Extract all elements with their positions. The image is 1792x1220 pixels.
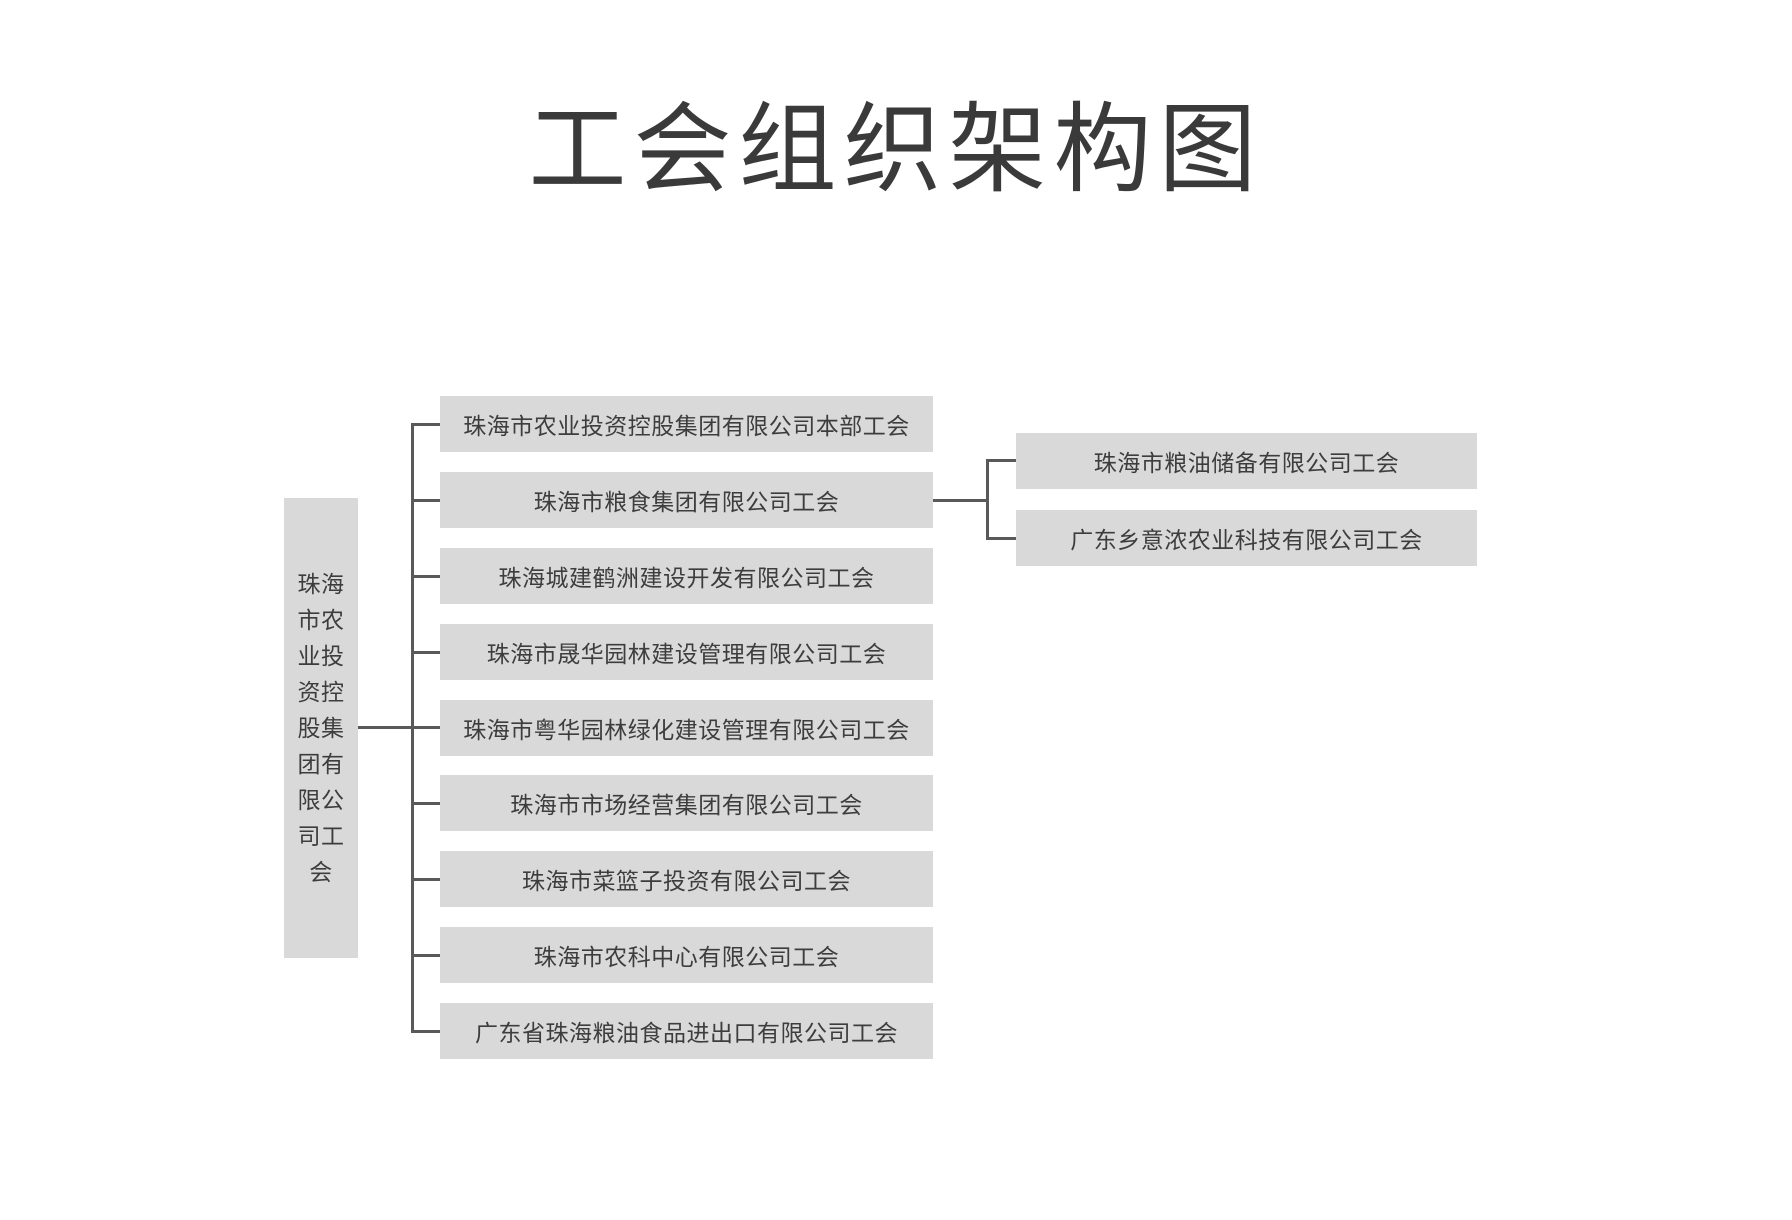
org-node-child-2-label: 珠海市粮食集团有限公司工会	[533, 489, 840, 515]
org-node-child-3-label: 珠海城建鹤洲建设开发有限公司工会	[498, 565, 875, 591]
org-node-child-8: 珠海市农科中心有限公司工会	[440, 927, 933, 983]
org-node-root-label: 珠海市农业投资控股集团有限公司工会	[297, 571, 345, 885]
org-node-child-9: 广东省珠海粮油食品进出口有限公司工会	[440, 1003, 933, 1059]
connector-root-horizontal	[358, 726, 412, 729]
connector-stub-child-5	[411, 726, 440, 729]
org-node-child-1: 珠海市农业投资控股集团有限公司本部工会	[440, 396, 933, 452]
connector-stub-child-9	[411, 1030, 440, 1033]
connector-stub-grandchild-2	[986, 537, 1016, 540]
org-node-grandchild-1-label: 珠海市粮油储备有限公司工会	[1093, 450, 1400, 476]
connector-child2-junction-vertical	[986, 459, 989, 540]
org-node-child-8-label: 珠海市农科中心有限公司工会	[533, 944, 840, 970]
org-node-grandchild-2: 广东乡意浓农业科技有限公司工会	[1016, 510, 1477, 566]
connector-stub-child-2	[411, 499, 440, 502]
org-node-child-5-label: 珠海市粤华园林绿化建设管理有限公司工会	[463, 717, 910, 743]
connector-stub-grandchild-1	[986, 459, 1016, 462]
org-node-child-6-label: 珠海市市场经营集团有限公司工会	[510, 792, 863, 818]
org-node-child-2: 珠海市粮食集团有限公司工会	[440, 472, 933, 528]
org-node-child-5: 珠海市粤华园林绿化建设管理有限公司工会	[440, 700, 933, 756]
page-title: 工会组织架构图	[528, 94, 1264, 204]
org-node-child-4: 珠海市晟华园林建设管理有限公司工会	[440, 624, 933, 680]
connector-stub-child-7	[411, 878, 440, 881]
org-node-root: 珠海市农业投资控股集团有限公司工会	[284, 498, 358, 958]
org-node-child-9-label: 广东省珠海粮油食品进出口有限公司工会	[475, 1020, 898, 1046]
org-node-child-3: 珠海城建鹤洲建设开发有限公司工会	[440, 548, 933, 604]
connector-stub-child-8	[411, 954, 440, 957]
org-node-child-1-label: 珠海市农业投资控股集团有限公司本部工会	[463, 413, 910, 439]
connector-child2-horizontal	[933, 499, 988, 502]
org-node-child-7: 珠海市菜篮子投资有限公司工会	[440, 851, 933, 907]
connector-stub-child-1	[411, 423, 440, 426]
org-node-grandchild-1: 珠海市粮油储备有限公司工会	[1016, 433, 1477, 489]
org-node-child-6: 珠海市市场经营集团有限公司工会	[440, 775, 933, 831]
connector-stub-child-4	[411, 651, 440, 654]
org-node-child-4-label: 珠海市晟华园林建设管理有限公司工会	[486, 641, 887, 667]
org-node-grandchild-2-label: 广东乡意浓农业科技有限公司工会	[1070, 527, 1423, 553]
connector-stub-child-3	[411, 575, 440, 578]
connector-stub-child-6	[411, 802, 440, 805]
org-node-child-7-label: 珠海市菜篮子投资有限公司工会	[522, 868, 851, 894]
